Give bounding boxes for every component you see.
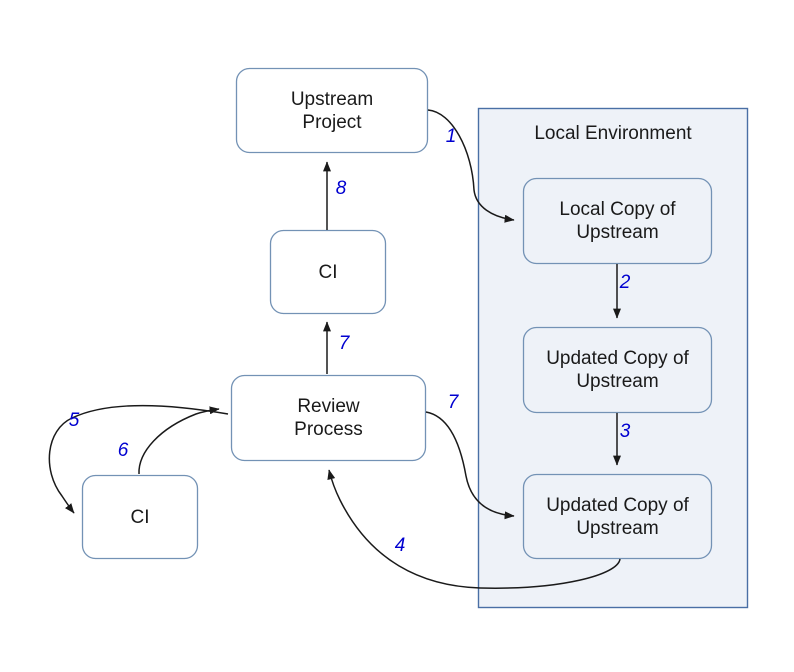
node-ci-middle[interactable] <box>269 229 387 315</box>
edge-label-5: 5 <box>68 410 80 431</box>
edge-label-4: 4 <box>394 535 406 556</box>
node-updated-copy-of-upstream-2[interactable] <box>522 473 713 560</box>
edge-5-path <box>48 404 229 514</box>
edge-label-7b: 7 <box>447 392 459 413</box>
edge-6-path <box>138 406 220 475</box>
local-environment-title: Local Environment <box>534 123 692 144</box>
edge-label-6: 6 <box>117 440 129 461</box>
node-upstream-project[interactable] <box>235 67 429 154</box>
edge-7b-path <box>425 411 515 520</box>
edge-label-8: 8 <box>335 178 347 199</box>
edge-label-3: 3 <box>619 421 631 442</box>
edge-1-path <box>427 109 515 223</box>
node-ci-left[interactable] <box>81 474 199 560</box>
node-updated-copy-of-upstream-1[interactable] <box>522 326 713 414</box>
node-local-copy-of-upstream[interactable] <box>522 177 713 265</box>
edge-4-path <box>327 469 621 589</box>
node-review-process[interactable] <box>230 374 427 462</box>
edge-label-7a: 7 <box>338 333 350 354</box>
edge-label-2: 2 <box>619 272 631 293</box>
edge-label-1: 1 <box>445 126 457 147</box>
